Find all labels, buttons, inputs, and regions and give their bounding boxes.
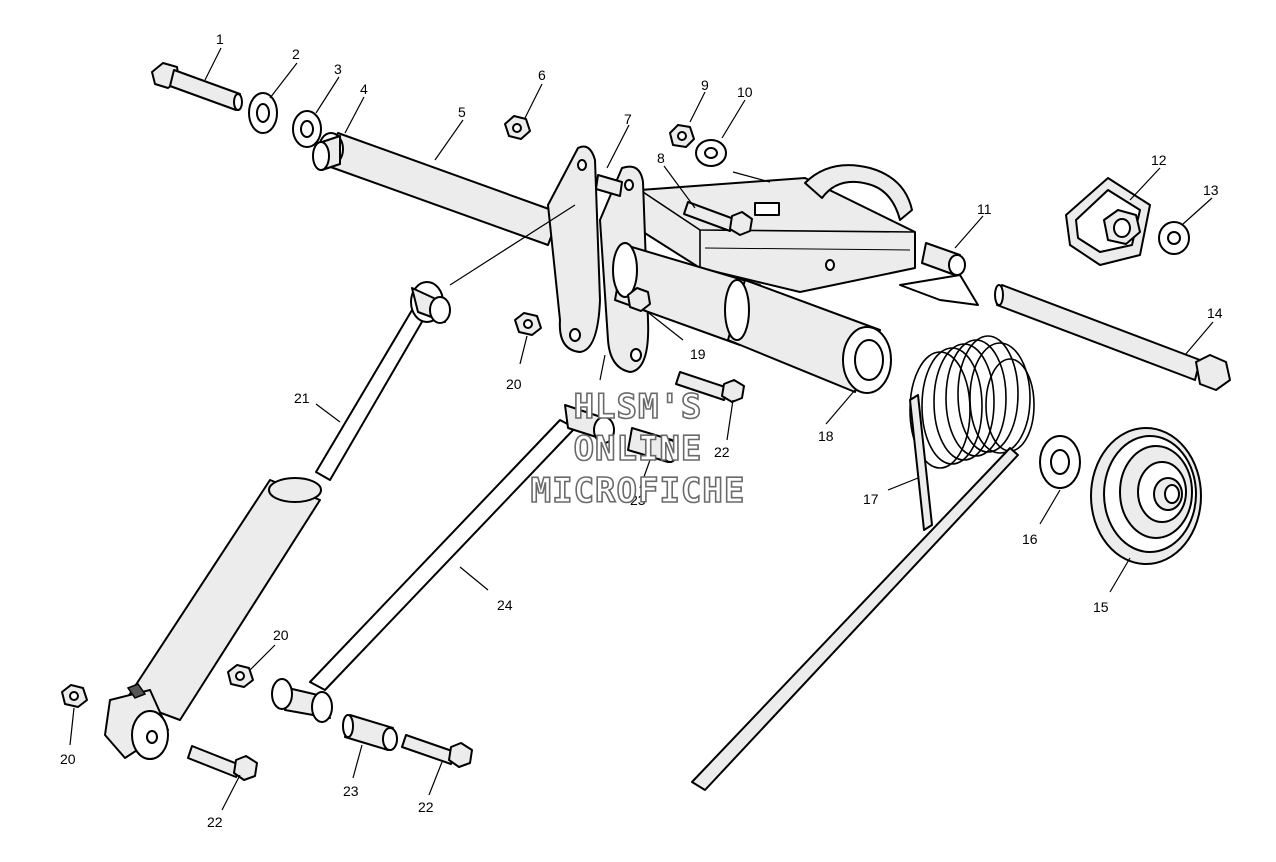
callout-18: 18 [818,428,834,444]
part-2-washer [248,92,278,134]
part-17-torsion-spring [691,335,1035,791]
part-19-fastener [627,287,651,312]
part-23-sleeve-upper [627,427,678,463]
callout-22-lower-right: 22 [418,799,434,815]
part-13-washer [1158,221,1190,255]
part-8-bolt [683,201,753,236]
callout-6: 6 [538,67,546,83]
callout-23-upper: 23 [630,492,646,508]
watermark: HLSM'S ONLINE MICROFICHE [530,386,746,512]
part-1-bolt [151,62,243,111]
callout-21: 21 [294,390,310,406]
callout-20-upper: 20 [506,376,522,392]
callout-11: 11 [977,201,992,217]
callout-5: 5 [458,104,466,120]
callout-16: 16 [1022,531,1038,547]
callout-12: 12 [1151,152,1167,168]
part-22-bolt-upper [675,371,745,403]
callout-14: 14 [1207,305,1223,321]
callout-23-lower: 23 [343,783,359,799]
part-24-link-arm [271,404,615,723]
part-23-sleeve-lower [342,714,398,751]
callout-9: 9 [701,77,709,93]
part-5-cross-tube [312,132,561,246]
part-11-bushing [921,242,966,276]
callout-10: 10 [737,84,753,100]
part-22-bolt-lower-right [401,734,473,768]
part-22-bolt-lower-left [187,745,258,781]
part-20-nut-middle [227,664,254,688]
callout-4: 4 [360,81,368,97]
part-20-nut-left [61,684,88,708]
callout-3: 3 [334,61,342,77]
callout-15: 15 [1093,599,1109,615]
callout-19: 19 [690,346,706,362]
callout-13: 13 [1203,182,1219,198]
callout-17: 17 [863,491,879,507]
leader-lines [69,47,1214,811]
callout-24: 24 [497,597,513,613]
part-3-washer [292,110,322,148]
part-10-washer [695,139,727,167]
part-9-nut [669,124,695,148]
part-16-washer [1039,435,1081,489]
callout-20-middle: 20 [273,627,289,643]
callout-8: 8 [657,150,665,166]
part-18-tube [612,242,892,394]
watermark-line-2: ONLINE [574,429,703,469]
part-20-nut-upper [514,312,542,336]
part-21-shock [104,281,451,760]
part-6-nut [504,115,531,140]
callout-7: 7 [624,111,632,127]
part-15-idler-wheel [1090,427,1202,565]
watermark-line-1: HLSM'S [574,387,703,427]
part-14-axle-bolt [994,284,1231,391]
callout-22-lower-left: 22 [207,814,223,830]
callout-2: 2 [292,46,300,62]
part-12-block [1065,177,1151,266]
callout-1: 1 [216,31,224,47]
callout-22-upper: 22 [714,444,730,460]
watermark-line-3: MICROFICHE [531,471,746,511]
callout-labels: 1 2 3 4 5 6 7 8 9 10 11 12 13 14 15 16 1… [60,31,1223,830]
rear-arm-frame [639,164,979,306]
callout-20-left: 20 [60,751,76,767]
